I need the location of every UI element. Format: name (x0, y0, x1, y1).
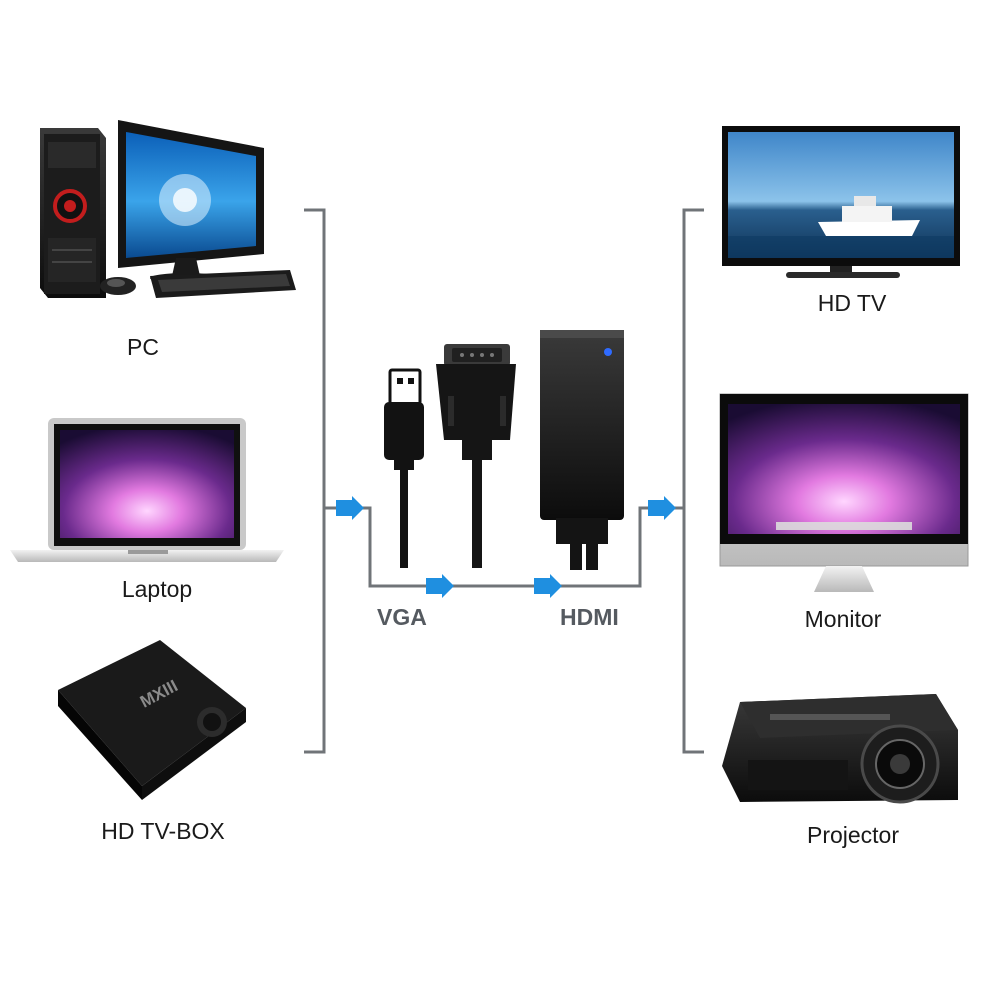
arrow-right-icon (534, 574, 562, 598)
arrow-right-icon (336, 496, 364, 520)
connector-lines (304, 208, 704, 754)
laptop-icon (10, 418, 284, 562)
source-label-pc: PC (127, 334, 159, 360)
vga-plug-icon (436, 344, 516, 568)
hdmi-label: HDMI (560, 604, 619, 630)
destination-label-monitor: Monitor (804, 606, 882, 632)
projector-icon (722, 694, 958, 804)
destination-label-projector: Projector (806, 822, 900, 848)
arrow-right-icon (648, 496, 676, 520)
hd-tv-icon (722, 126, 960, 278)
destination-bracket (682, 208, 704, 754)
arrow-right-icon (426, 574, 454, 598)
hdmi-adapter-icon (540, 330, 624, 570)
source-label-tv-box: HD TV-BOX (101, 818, 225, 844)
desktop-pc-icon (40, 120, 296, 298)
flow-line (324, 506, 684, 588)
source-bracket (304, 208, 326, 754)
monitor-icon (719, 393, 969, 592)
tv-box-icon: MXIII (58, 640, 246, 800)
vga-label: VGA (377, 604, 427, 630)
usb-plug-icon (384, 368, 424, 568)
flow-arrows (336, 496, 676, 598)
destination-label-hd-tv: HD TV (817, 290, 887, 316)
source-label-laptop: Laptop (121, 576, 193, 602)
